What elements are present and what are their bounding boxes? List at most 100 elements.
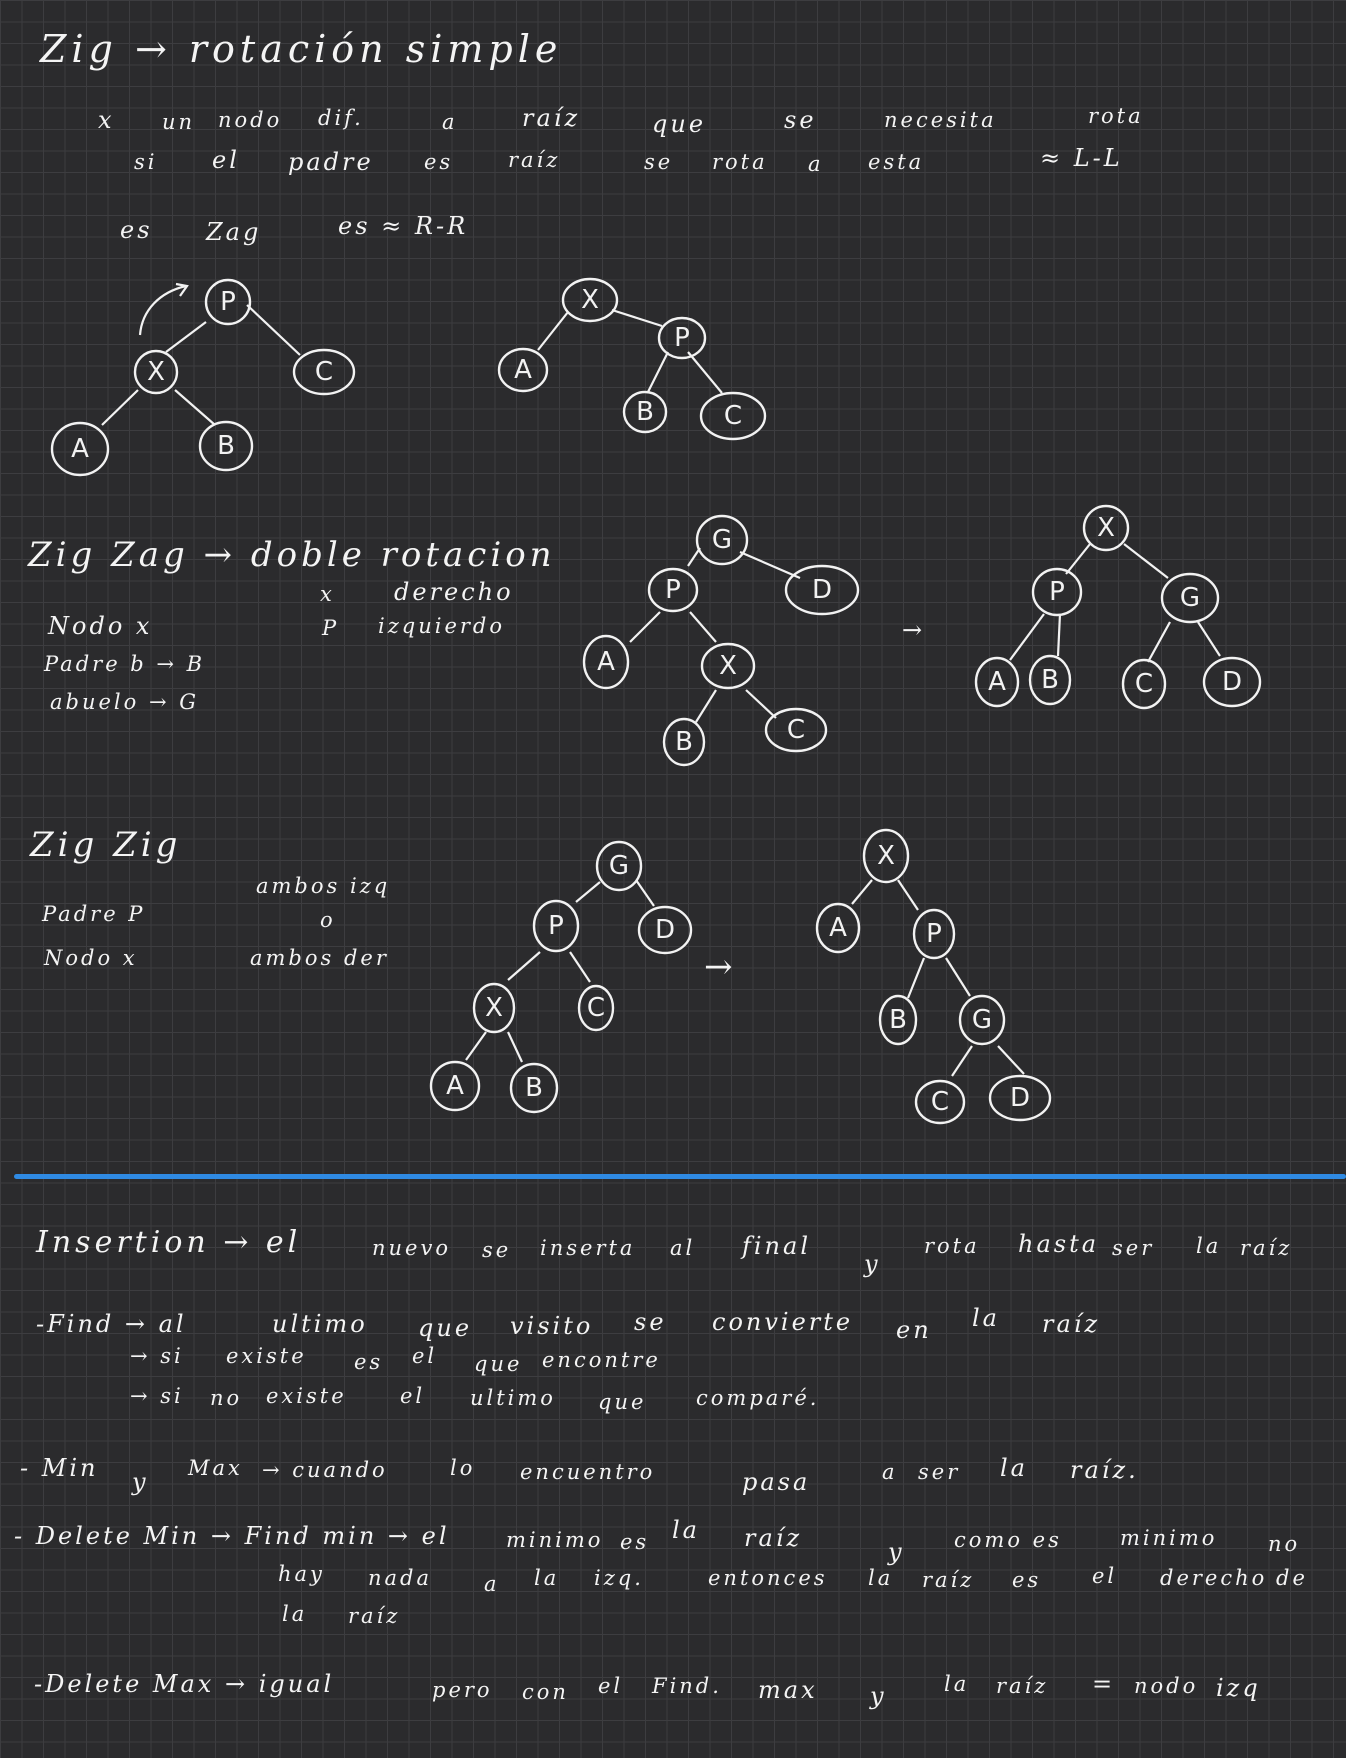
- tree-node: A: [815, 902, 861, 954]
- node-label: X: [877, 841, 895, 871]
- word: en: [896, 1316, 932, 1344]
- word: la: [944, 1672, 970, 1696]
- word: → si: [130, 1384, 184, 1408]
- word: el: [598, 1674, 624, 1698]
- word: la: [972, 1304, 1000, 1332]
- word: rota: [712, 150, 768, 174]
- zigzig-padre: Padre P: [42, 902, 146, 926]
- word: se: [482, 1238, 512, 1262]
- word: → si: [130, 1344, 184, 1368]
- node-label: P: [674, 323, 690, 353]
- word: Find.: [652, 1674, 722, 1698]
- word: nodo: [1134, 1674, 1199, 1698]
- word: la: [868, 1566, 894, 1590]
- word: ultimo: [272, 1310, 368, 1338]
- word: raíz: [744, 1524, 803, 1552]
- word: Max: [188, 1456, 243, 1480]
- zigzag-x-label: x: [320, 582, 335, 606]
- word: visito: [510, 1312, 594, 1340]
- word: - Delete Min → Find min → el: [14, 1522, 450, 1550]
- word: -Find → al: [36, 1310, 187, 1338]
- node-label: X: [719, 651, 737, 681]
- node-label: G: [1180, 583, 1200, 613]
- tree-node: X: [862, 828, 910, 884]
- tree-diagrams: P X C A B X A P B C G P D A X B C: [50, 277, 1262, 1125]
- word: ser: [918, 1460, 961, 1484]
- zigzag-p-label: P: [322, 616, 340, 640]
- word: nada: [368, 1566, 433, 1590]
- word: rota: [1088, 104, 1144, 128]
- word: raíz: [348, 1604, 401, 1628]
- word: raíz: [922, 1568, 975, 1592]
- word: izq: [1216, 1674, 1261, 1702]
- node-label: A: [71, 434, 89, 464]
- zigzig-tree-before: G P D X C A B: [429, 840, 693, 1114]
- word: no: [210, 1386, 243, 1410]
- tree-node: A: [974, 656, 1020, 708]
- word: a: [882, 1460, 898, 1484]
- node-label: X: [581, 285, 599, 315]
- zigzag-title: Zig Zag → doble rotacion: [28, 535, 556, 575]
- word: =: [1092, 1670, 1116, 1698]
- zigzag-arrow: →: [902, 616, 926, 644]
- word: minimo: [1120, 1526, 1218, 1550]
- word: la: [534, 1566, 560, 1590]
- zigzag-tree-before: G P D A X B C: [582, 514, 860, 767]
- node-label: B: [889, 1005, 907, 1035]
- word: un: [162, 110, 196, 134]
- tree-node: D: [784, 564, 860, 616]
- word: es: [1012, 1568, 1042, 1592]
- word: raíz: [1240, 1236, 1293, 1260]
- word: nuevo: [372, 1236, 451, 1260]
- word: el: [1092, 1564, 1118, 1588]
- word: convierte: [712, 1308, 854, 1336]
- word: es: [620, 1530, 650, 1554]
- word: pasa: [742, 1468, 811, 1496]
- word: y: [132, 1468, 149, 1496]
- node-label: D: [812, 575, 832, 605]
- tree-node: C: [699, 391, 767, 441]
- node-label: C: [787, 715, 805, 745]
- tree-node: A: [429, 1060, 481, 1112]
- word: max: [758, 1676, 818, 1704]
- tree-node: P: [912, 908, 956, 960]
- node-label: C: [315, 357, 333, 387]
- word: no: [1268, 1532, 1301, 1556]
- section-divider: [14, 1174, 1346, 1179]
- node-label: X: [1097, 513, 1115, 543]
- zigzag-abuelo: abuelo → G: [50, 690, 199, 714]
- tree-node: X: [561, 277, 619, 323]
- word: existe: [266, 1384, 347, 1408]
- node-label: G: [609, 851, 629, 881]
- node-label: G: [712, 525, 732, 555]
- word: de: [1276, 1566, 1308, 1590]
- node-label: G: [972, 1005, 992, 1035]
- tree-node: G: [1160, 572, 1220, 624]
- zigzag-nodo: Nodo x: [48, 612, 153, 640]
- tree-node: B: [198, 420, 254, 472]
- tree-node: C: [577, 984, 615, 1032]
- word: raíz: [522, 104, 581, 132]
- tree-node: P: [657, 316, 707, 360]
- node-label: P: [220, 287, 236, 317]
- node-label: X: [147, 357, 165, 387]
- word: a: [484, 1572, 500, 1596]
- word: la: [282, 1602, 308, 1626]
- word: Insertion → el: [36, 1225, 302, 1260]
- word: raíz: [508, 148, 561, 172]
- word: ser: [1112, 1236, 1155, 1260]
- zigzig-ambos-izq: ambos izq: [256, 874, 391, 898]
- zigzag-p-dir: izquierdo: [378, 614, 506, 638]
- node-label: A: [597, 647, 615, 677]
- word: que: [598, 1390, 647, 1414]
- node-label: C: [931, 1087, 949, 1117]
- word: al: [670, 1236, 696, 1260]
- word: → cuando: [262, 1458, 388, 1482]
- tree-node: P: [204, 278, 252, 326]
- node-label: C: [724, 401, 742, 431]
- word: si: [134, 150, 158, 174]
- tree-node: B: [509, 1062, 559, 1114]
- word: existe: [226, 1344, 307, 1368]
- word: y: [864, 1250, 881, 1278]
- tree-node: D: [988, 1074, 1052, 1122]
